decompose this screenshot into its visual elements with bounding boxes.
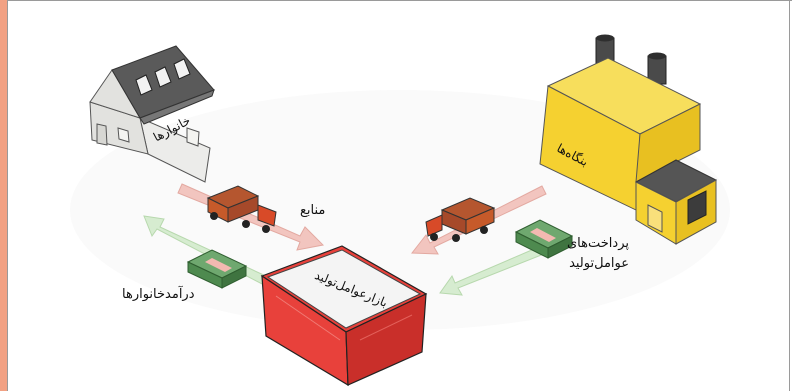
side-accent-bar	[0, 0, 7, 391]
factory-icon	[539, 34, 718, 245]
money-bundle-icon	[186, 249, 248, 289]
factor-payments-label: پرداخت‌های عوامل‌تولید	[567, 234, 629, 274]
factor-payments-line-1: پرداخت‌های	[567, 236, 629, 251]
truck-icon	[425, 197, 496, 242]
right-border	[789, 0, 790, 391]
left-border	[7, 0, 8, 391]
money-bundle-icon	[514, 219, 574, 259]
house-icon	[89, 45, 215, 183]
top-border	[7, 0, 792, 1]
truck-icon	[206, 185, 277, 233]
factor-payments-line-2: عوامل‌تولید	[569, 256, 629, 271]
market-box-icon	[260, 245, 428, 387]
household-income-label: درآمدخانوارها	[122, 287, 195, 302]
resources-label: منابع	[300, 203, 326, 218]
